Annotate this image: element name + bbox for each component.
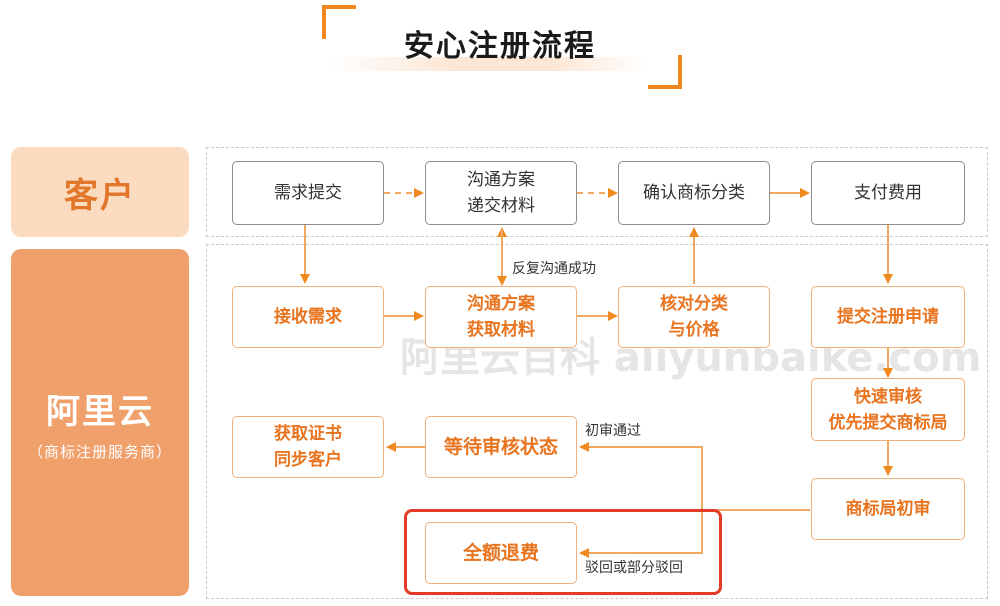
node-receive-text: 接收需求 — [274, 307, 342, 327]
lane-customer-label: 客户 — [64, 175, 136, 216]
refund-highlight-frame — [404, 509, 722, 595]
node-certificate-line1: 获取证书 — [274, 424, 342, 444]
node-wait: 等待审核状态 — [425, 416, 577, 478]
lane-aliyun-label: 阿里云 — [46, 391, 154, 432]
label-pass: 初审通过 — [585, 423, 641, 439]
node-pay: 支付费用 — [811, 161, 965, 225]
node-communicate-get: 沟通方案 获取材料 — [425, 286, 577, 348]
arrow-first-review-to-refund — [579, 510, 703, 558]
node-wait-text: 等待审核状态 — [443, 436, 558, 458]
node-confirm-class: 确认商标分类 — [618, 161, 770, 225]
arrow-first-review-to-wait — [579, 442, 810, 511]
node-submit-text: 需求提交 — [274, 183, 342, 203]
lane-aliyun-area — [206, 244, 988, 599]
node-communicate-get-line1: 沟通方案 — [467, 294, 535, 314]
lane-customer-area — [206, 147, 988, 237]
node-refund-text: 全额退费 — [462, 542, 539, 564]
node-communicate-submit-line1: 沟通方案 — [467, 170, 535, 190]
node-communicate-get-line2: 获取材料 — [467, 320, 535, 340]
node-verify-line2: 与价格 — [668, 320, 720, 340]
node-fast-review-line2: 优先提交商标局 — [828, 412, 948, 433]
node-communicate-submit: 沟通方案 递交材料 — [425, 161, 577, 225]
page-title: 安心注册流程 — [404, 29, 596, 64]
node-pay-text: 支付费用 — [854, 183, 922, 203]
lane-aliyun-header: 阿里云 （商标注册服务商） — [11, 249, 189, 596]
node-apply: 提交注册申请 — [811, 286, 965, 348]
node-refund: 全额退费 — [425, 522, 577, 584]
node-verify-line1: 核对分类 — [660, 294, 728, 314]
node-receive: 接收需求 — [232, 286, 384, 348]
node-certificate-line2: 同步客户 — [274, 450, 342, 470]
title-bracket-top-left — [322, 5, 356, 39]
node-confirm-class-text: 确认商标分类 — [643, 183, 745, 203]
node-first-review-text: 商标局初审 — [845, 499, 931, 519]
node-fast-review-line1: 快速审核 — [854, 386, 922, 407]
node-apply-text: 提交注册申请 — [837, 307, 939, 327]
title-underline-band — [325, 57, 650, 71]
lane-customer-header: 客户 — [11, 147, 189, 237]
node-certificate: 获取证书 同步客户 — [232, 416, 384, 478]
lane-aliyun-sublabel: （商标注册服务商） — [27, 442, 172, 461]
node-submit: 需求提交 — [232, 161, 384, 225]
label-reject: 驳回或部分驳回 — [585, 560, 683, 576]
node-communicate-submit-line2: 递交材料 — [467, 196, 535, 216]
node-verify: 核对分类 与价格 — [618, 286, 770, 348]
node-first-review: 商标局初审 — [811, 478, 965, 540]
node-fast-review: 快速审核 优先提交商标局 — [811, 378, 965, 441]
label-repeat: 反复沟通成功 — [512, 261, 596, 277]
title-bracket-bottom-right — [648, 55, 682, 89]
